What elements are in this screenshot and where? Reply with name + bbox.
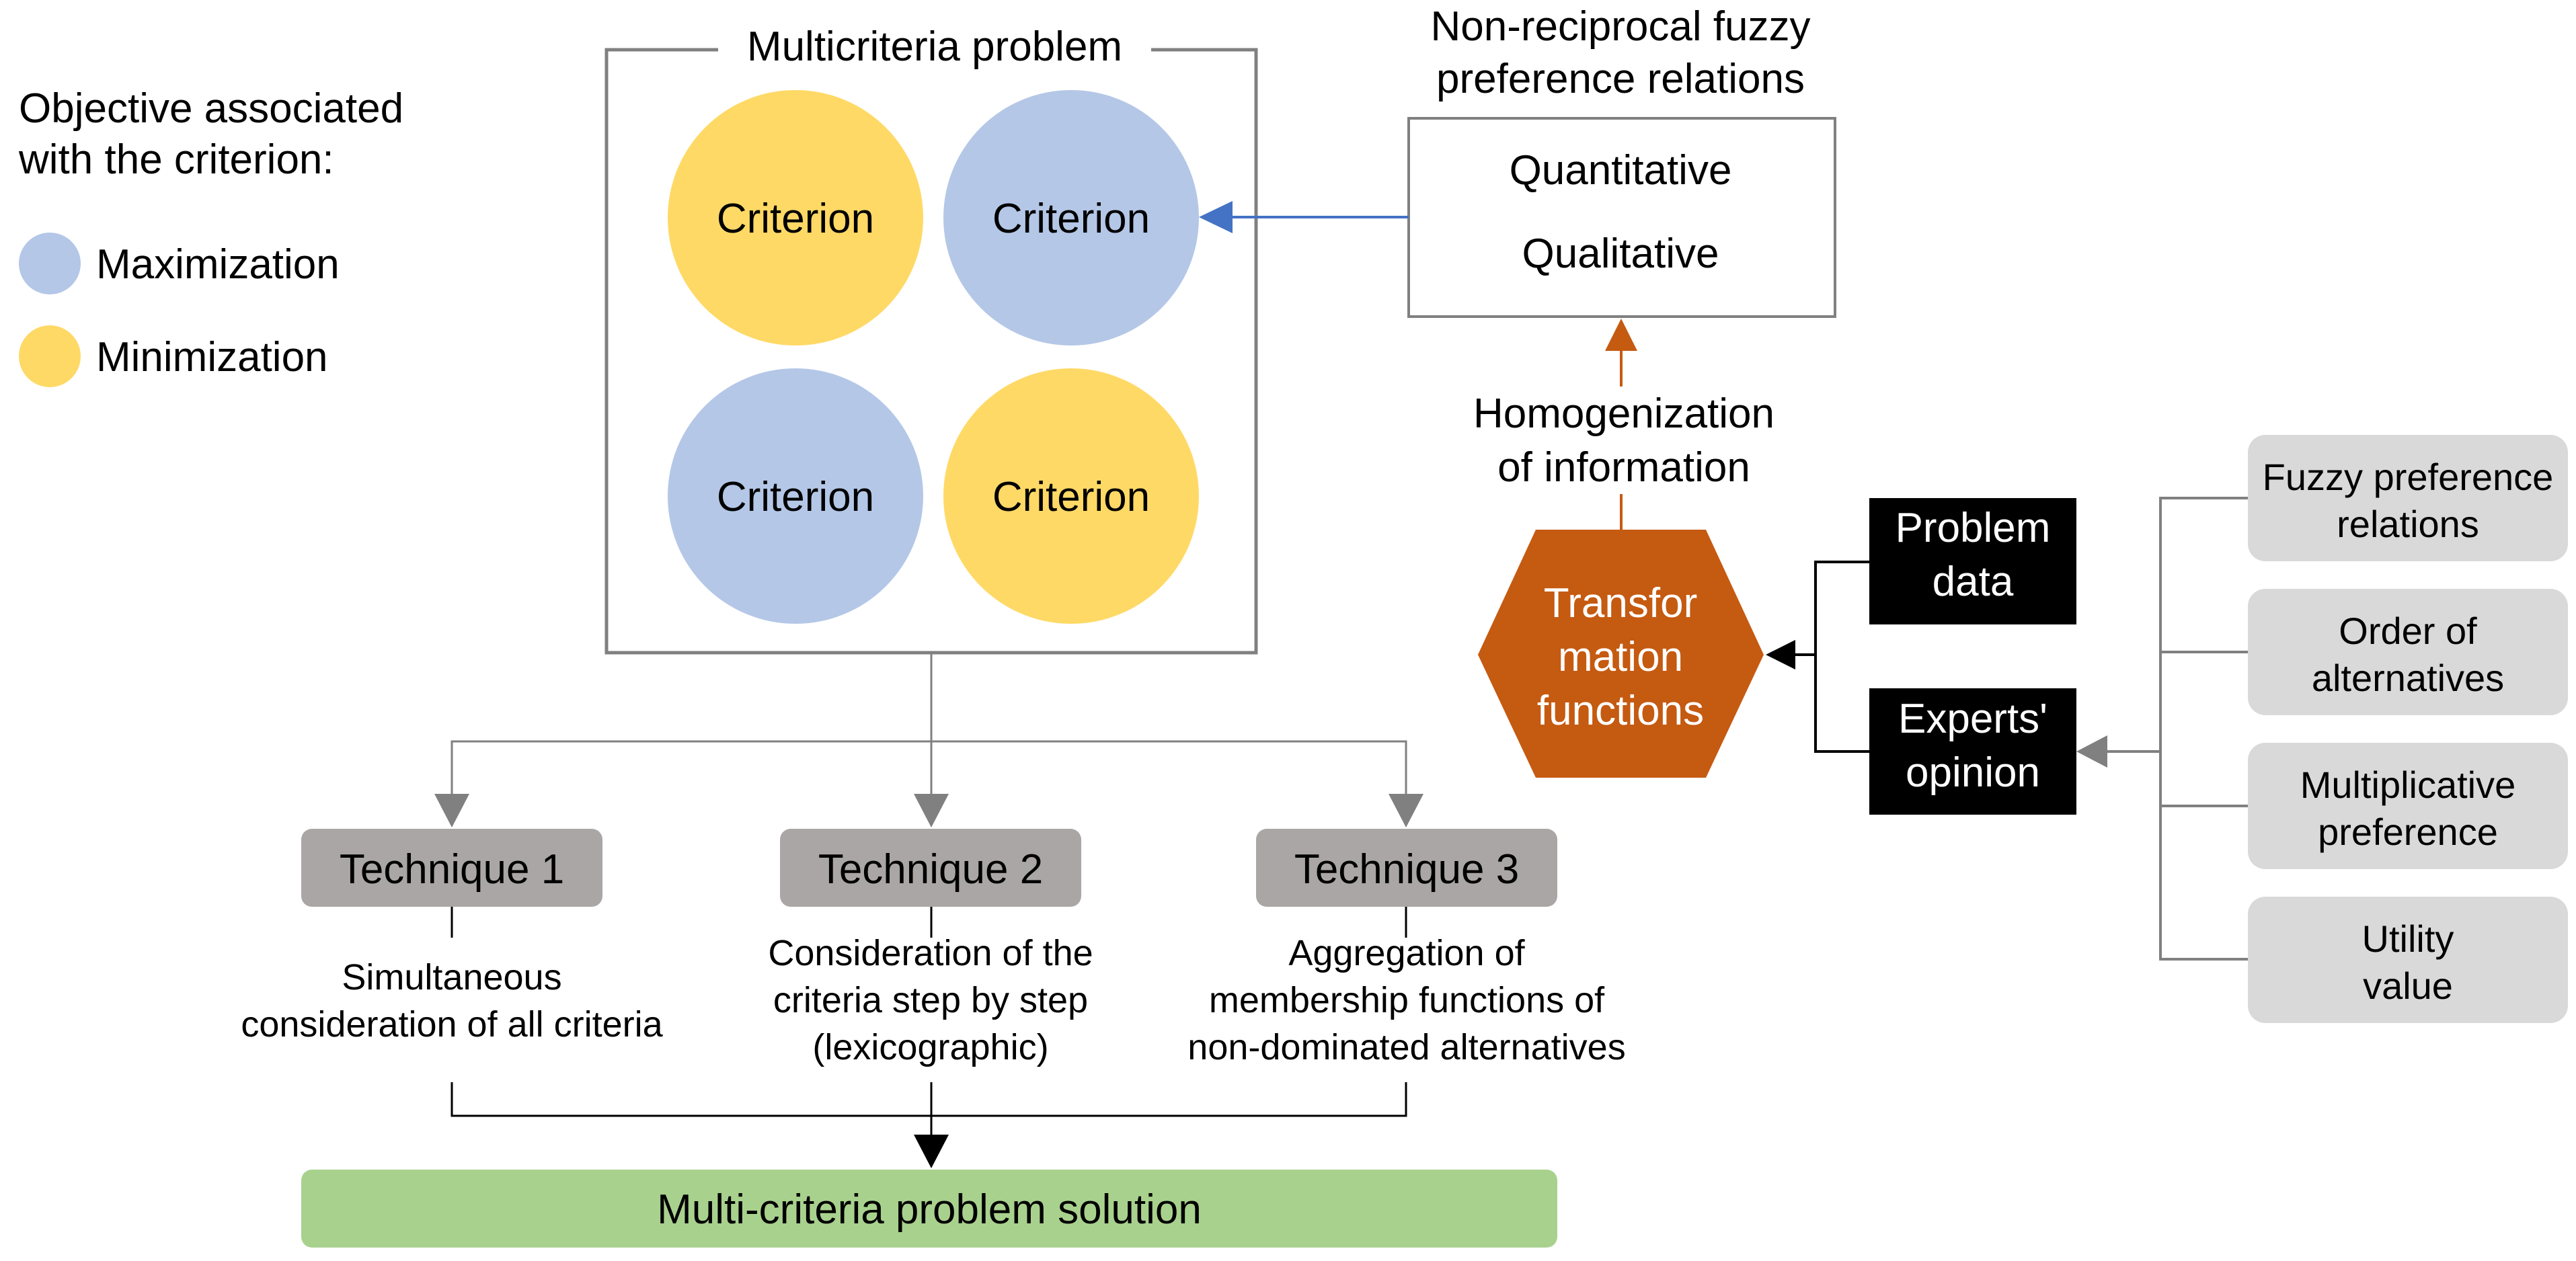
transformation-line-3: functions: [1537, 688, 1704, 734]
criterion-label-2: Criterion: [992, 196, 1150, 242]
technique-1-desc-line-1: Simultaneous: [342, 957, 561, 998]
transformation-functions: Transfor mation functions: [1478, 530, 1764, 778]
technique-3-desc-line-1: Aggregation of: [1288, 933, 1525, 973]
technique-3-group: Technique 3: [1256, 829, 1557, 907]
legend: Objective associated with the criterion:…: [18, 85, 403, 387]
technique-2-arrowhead: [914, 794, 949, 827]
criterion-label-4: Criterion: [992, 474, 1150, 520]
problem-data-box: [1869, 498, 2076, 624]
relations-title-line-2: preference relations: [1436, 56, 1805, 102]
criterion-circle-3: [668, 368, 923, 624]
relations-item-quantitative: Quantitative: [1510, 147, 1732, 194]
legend-title-line-2: with the criterion:: [18, 136, 334, 183]
format-order-group: Order of alternatives: [2248, 589, 2568, 715]
solution-label: Multi-criteria problem solution: [657, 1186, 1202, 1233]
format-fuzzy-preference-line-1: Fuzzy preference: [2263, 456, 2554, 498]
criterion-circle-4: [943, 368, 1199, 624]
technique-1-box: [301, 829, 602, 907]
criterion-label-1: Criterion: [717, 196, 874, 242]
formats-bracket: [2159, 497, 2248, 961]
technique-2-desc-line-1: Consideration of the: [768, 933, 1093, 973]
problem-data-line-1: Problem: [1896, 505, 2051, 551]
relations-box: [1407, 117, 1836, 318]
format-order-box: [2248, 589, 2568, 715]
problem-data-line-2: data: [1933, 559, 2014, 605]
transformation-hexagon: [1478, 530, 1764, 778]
experts-opinion-box: [1869, 688, 2076, 815]
experts-opinion-line-1: Experts': [1898, 696, 2047, 742]
technique-1-arrowhead: [434, 794, 469, 827]
homogenization-line-2: of information: [1497, 444, 1750, 491]
relations-title-line-1: Non-reciprocal fuzzy: [1430, 3, 1810, 50]
solution-arrowhead: [914, 1135, 949, 1168]
technique-3-desc-line-3: non-dominated alternatives: [1187, 1027, 1625, 1067]
legend-maximization-swatch: [19, 233, 81, 294]
format-multiplicative-group: Multiplicative preference: [2248, 743, 2568, 869]
transformation-line-1: Transfor: [1544, 580, 1698, 626]
criterion-circle-2: [943, 90, 1199, 345]
format-multiplicative-line-2: preference: [2318, 811, 2498, 853]
problem-data-box-group: Problem data: [1869, 498, 2076, 624]
technique-2-group: Technique 2: [780, 829, 1081, 907]
technique-2-desc-line-3: (lexicographic): [812, 1027, 1048, 1067]
relations-group: Non-reciprocal fuzzy preference relation…: [1407, 3, 1836, 318]
transformation-line-2: mation: [1558, 634, 1683, 680]
technique-2-desc-line-2: criteria step by step: [773, 980, 1088, 1020]
relations-to-criterion-arrowhead: [1199, 201, 1233, 233]
format-multiplicative-box: [2248, 743, 2568, 869]
technique-3-box: [1256, 829, 1557, 907]
format-multiplicative-line-1: Multiplicative: [2300, 764, 2516, 806]
technique-2-box: [780, 829, 1081, 907]
experts-opinion-box-group: Experts' opinion: [1869, 688, 2076, 815]
technique-3-label: Technique 3: [1294, 846, 1519, 893]
technique-3-desc-line-2: membership functions of: [1209, 980, 1605, 1020]
criterion-circle-1: [668, 90, 923, 345]
solution-bracket: [451, 1082, 1407, 1117]
homogenization-line-1: Homogenization: [1473, 391, 1774, 437]
solution-group: Multi-criteria problem solution: [301, 1170, 1557, 1248]
technique-2-label: Technique 2: [818, 846, 1043, 893]
legend-maximization-label: Maximization: [96, 241, 340, 288]
format-fuzzy-preference-line-2: relations: [2337, 503, 2479, 545]
homogenization-arrowhead: [1605, 319, 1637, 351]
formats-arrowhead: [2076, 735, 2107, 768]
multicriteria-problem-box: Multicriteria problem Criterion Criterio…: [604, 24, 1258, 655]
inputs-bracket: [1814, 561, 1869, 753]
criterion-label-3: Criterion: [717, 474, 874, 520]
format-utility-box: [2248, 897, 2568, 1023]
format-fuzzy-preference-group: Fuzzy preference relations: [2248, 435, 2568, 561]
format-fuzzy-preference-box: [2248, 435, 2568, 561]
technique-3-arrowhead: [1389, 794, 1423, 827]
format-utility-group: Utility value: [2248, 897, 2568, 1023]
multicriteria-problem-title: Multicriteria problem: [747, 24, 1122, 70]
format-order-line-1: Order of: [2339, 610, 2477, 652]
experts-opinion-line-2: opinion: [1906, 749, 2040, 796]
legend-title-line-1: Objective associated: [19, 85, 403, 132]
format-utility-line-1: Utility: [2362, 918, 2454, 960]
techniques-bracket: [451, 740, 1407, 795]
format-utility-line-2: value: [2363, 965, 2453, 1007]
relations-item-qualitative: Qualitative: [1522, 231, 1719, 277]
technique-1-label: Technique 1: [340, 846, 564, 893]
technique-1-group: Technique 1: [301, 829, 602, 907]
inputs-arrowhead: [1766, 640, 1795, 669]
format-order-line-2: alternatives: [2312, 657, 2504, 699]
legend-minimization-swatch: [19, 325, 81, 387]
technique-1-desc-line-2: consideration of all criteria: [241, 1004, 663, 1045]
legend-minimization-label: Minimization: [96, 334, 328, 380]
solution-box: [301, 1170, 1557, 1248]
